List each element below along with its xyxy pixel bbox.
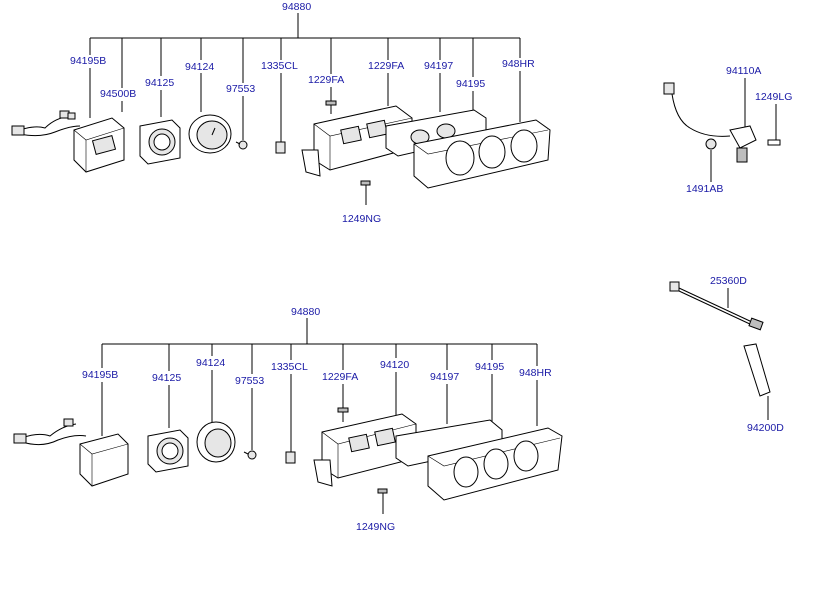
top-97553-bulb [235, 140, 248, 150]
top-1229FA-screw [325, 100, 337, 114]
top-label-97553: 97553 [226, 83, 255, 95]
top-label-1335CL: 1335CL [261, 60, 298, 72]
bottom-94124-gauge [196, 421, 236, 463]
top-label-94197: 94197 [424, 60, 453, 72]
bottom-label-1229FA: 1229FA [322, 371, 358, 383]
top-label-94195B: 94195B [70, 55, 106, 67]
top-label-94125: 94125 [145, 77, 174, 89]
label-25360D: 25360D [710, 275, 747, 287]
top-label-1229FA-a: 1229FA [308, 74, 344, 86]
top-label-1249NG: 1249NG [342, 213, 381, 225]
top-94195B-housing [73, 117, 125, 173]
top-label-94195: 94195 [456, 78, 485, 90]
bottom-parent-label: 94880 [291, 306, 320, 318]
bottom-label-948HR: 948HR [519, 367, 552, 379]
top-main-case [301, 105, 413, 177]
bottom-label-94124: 94124 [196, 357, 225, 369]
top-label-948HR: 948HR [502, 58, 535, 70]
bottom-948HR-bezel [427, 427, 563, 501]
bottom-assembly: 94880 94195B 94125 94124 97553 1335CL 12… [13, 306, 563, 533]
bottom-1249NG-screw [377, 488, 388, 514]
top-label-94500B: 94500B [100, 88, 136, 100]
top-harness [11, 110, 81, 137]
bottom-label-94125: 94125 [152, 372, 181, 384]
bottom-label-94120: 94120 [380, 359, 409, 371]
bottom-main-case [313, 413, 417, 487]
sensor-group: 94110A 1249LG 1491AB [663, 65, 792, 195]
top-94124-gauge [188, 114, 232, 154]
top-assembly: 94880 94195B 94500B 94125 94124 97553 13… [11, 1, 551, 225]
top-label-1229FA-b: 1229FA [368, 60, 404, 72]
top-label-94124: 94124 [185, 61, 214, 73]
bottom-label-94195: 94195 [475, 361, 504, 373]
label-1491AB: 1491AB [686, 183, 723, 195]
bottom-1335CL-clip [285, 451, 296, 464]
top-94125-gauge [139, 119, 181, 165]
bottom-label-1249NG: 1249NG [356, 521, 395, 533]
bottom-label-94197: 94197 [430, 371, 459, 383]
label-94200D: 94200D [747, 422, 784, 434]
top-1249NG-screw [360, 180, 371, 205]
bottom-1229FA-screw [337, 407, 349, 422]
label-94110A: 94110A [726, 65, 761, 77]
label-1249LG: 1249LG [755, 91, 792, 103]
cable-group: 25360D 94200D [669, 275, 784, 434]
bottom-97553-bulb [243, 450, 257, 460]
bottom-harness [13, 418, 87, 446]
bottom-94125-gauge [147, 429, 189, 473]
bottom-label-94195B: 94195B [82, 369, 118, 381]
bottom-label-97553: 97553 [235, 375, 264, 387]
top-parent-label: 94880 [282, 1, 311, 13]
bottom-94195B-housing [79, 433, 129, 487]
bottom-label-1335CL: 1335CL [271, 361, 308, 373]
top-948HR-bezel [413, 119, 551, 189]
top-1335CL-clip [275, 141, 286, 154]
top-94197-panel [385, 109, 487, 157]
